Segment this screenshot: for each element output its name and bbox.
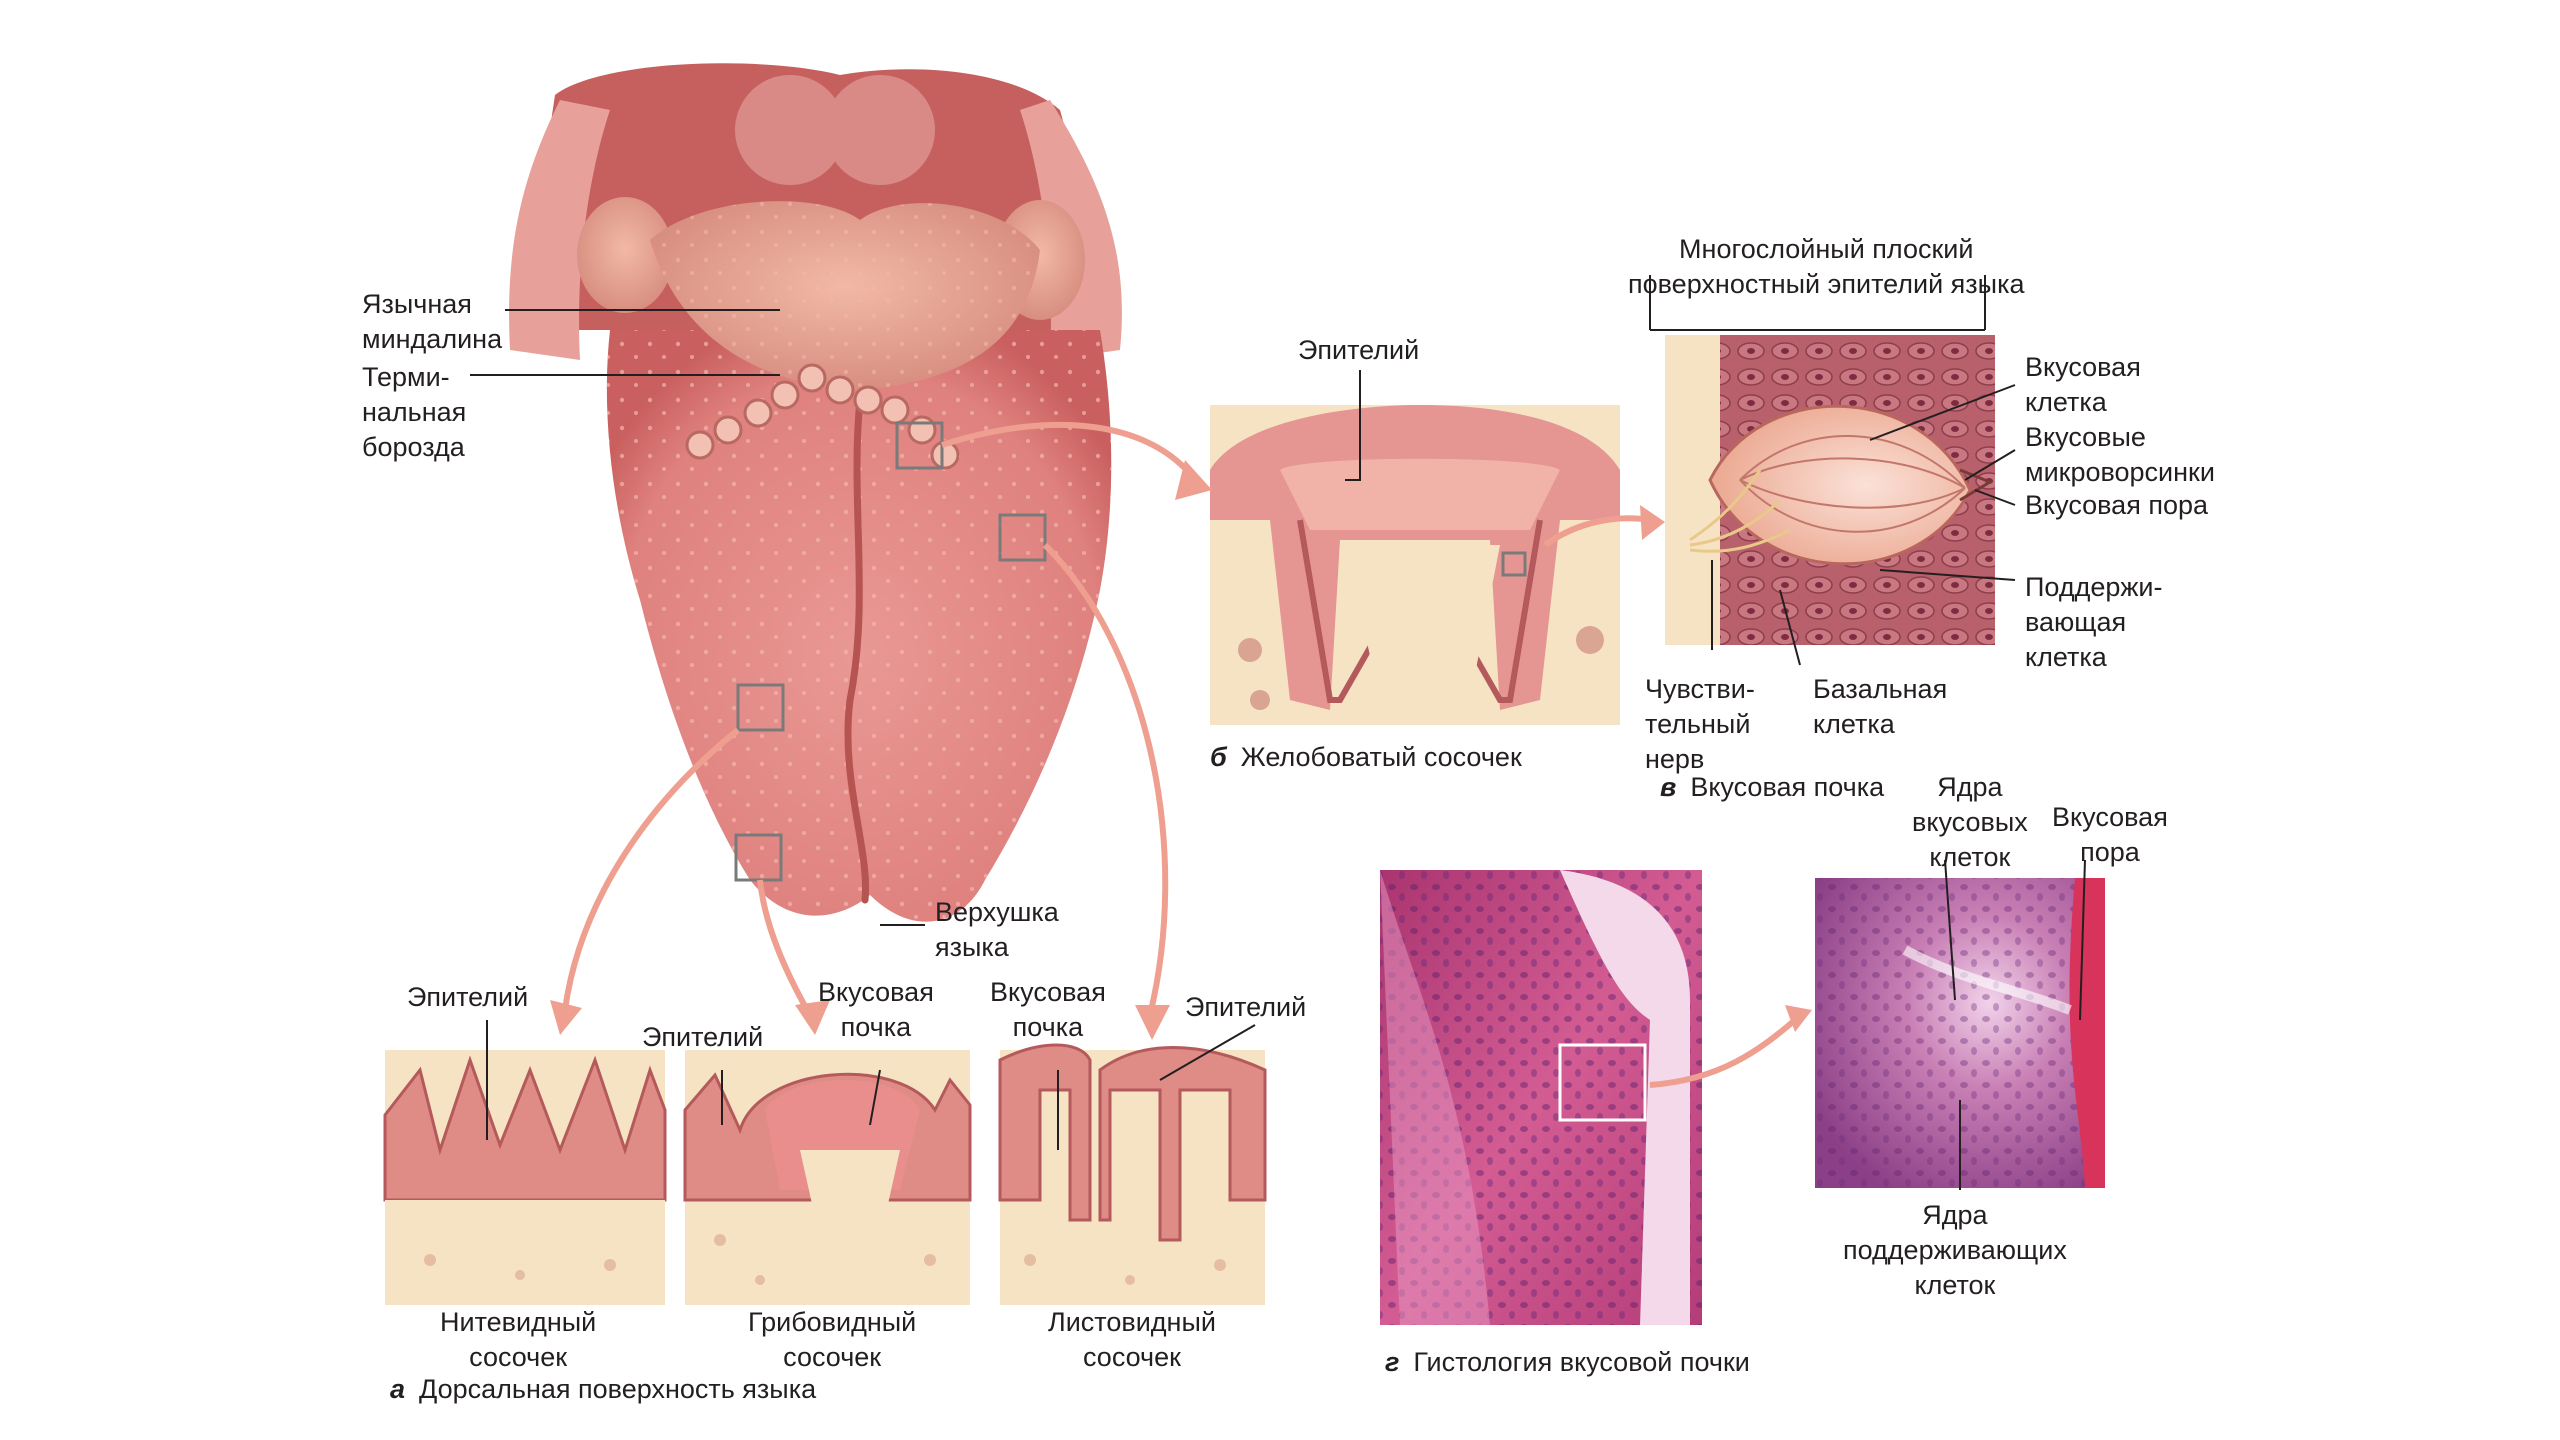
caption-a: а Дорсальная поверхность языка <box>390 1372 816 1406</box>
caption-a-text: Дорсальная поверхность языка <box>419 1374 817 1404</box>
label-taste-bud-foliate: Вкусовая почка <box>990 977 1106 1042</box>
label-lingual-tonsil: Язычная миндалина <box>362 289 503 354</box>
label-stratified-epithelium: Многослойный плоский поверхностный эпите… <box>1628 234 2025 299</box>
fungiform-papilla-panel <box>683 1050 972 1305</box>
caption-a-letter: а <box>390 1374 406 1404</box>
label-taste-microvilli: Вкусовые микроворсинки <box>2025 422 2215 487</box>
label-foliate-papilla: Листовидный сосочек <box>1048 1307 1216 1372</box>
caption-d-letter: г <box>1385 1347 1400 1377</box>
label-supporting-cell: Поддержи- вающая клетка <box>2025 572 2163 672</box>
caption-c: в Вкусовая почка <box>1660 770 1884 804</box>
caption-b-letter: б <box>1210 742 1227 772</box>
histology-panel <box>1380 870 1702 1325</box>
caption-c-letter: в <box>1660 772 1677 802</box>
label-taste-pore: Вкусовая пора <box>2025 490 2208 520</box>
label-terminal-sulcus: Терми- нальная борозда <box>362 362 467 462</box>
caption-d-text: Гистология вкусовой почки <box>1413 1347 1750 1377</box>
label-fungiform-papilla: Грибовидный сосочек <box>748 1307 917 1372</box>
label-taste-pore-histology: Вкусовая пора <box>2052 802 2168 867</box>
label-filiform-papilla: Нитевидный сосочек <box>440 1307 597 1372</box>
label-basal-cell: Базальная клетка <box>1813 674 1948 739</box>
label-epithelium-filiform: Эпителий <box>407 982 529 1012</box>
caption-b: б Желобоватый сосочек <box>1210 740 1522 774</box>
taste-bud-panel <box>1665 335 1995 645</box>
label-taste-bud-fungiform: Вкусовая почка <box>818 977 934 1042</box>
label-epithelium-fungiform: Эпителий <box>642 1022 764 1052</box>
foliate-papilla-panel <box>998 1043 1267 1305</box>
caption-b-text: Желобоватый сосочек <box>1240 742 1522 772</box>
arrow-heads <box>550 460 1812 1040</box>
connector-arrows <box>562 421 1797 1088</box>
caption-d: г Гистология вкусовой почки <box>1385 1345 1750 1379</box>
label-tongue-apex: Верхушка языка <box>935 897 1059 962</box>
label-sensory-nerve: Чувстви- тельный нерв <box>1645 674 1755 774</box>
tongue-illustration <box>509 63 1122 922</box>
label-gustatory-cell: Вкусовая клетка <box>2025 352 2141 417</box>
leader-lines <box>470 275 2086 1190</box>
circumvallate-papilla-panel <box>1210 405 1620 725</box>
caption-c-text: Вкусовая почка <box>1690 772 1885 802</box>
filiform-papilla-panel <box>383 1050 667 1305</box>
label-epithelium-foliate: Эпителий <box>1185 992 1307 1022</box>
label-gustatory-nuclei: Ядра вкусовых клеток <box>1912 772 2028 872</box>
label-supporting-nuclei: Ядра поддерживающих клеток <box>1843 1200 2067 1300</box>
label-epithelium-circumvallate: Эпителий <box>1298 335 1420 365</box>
